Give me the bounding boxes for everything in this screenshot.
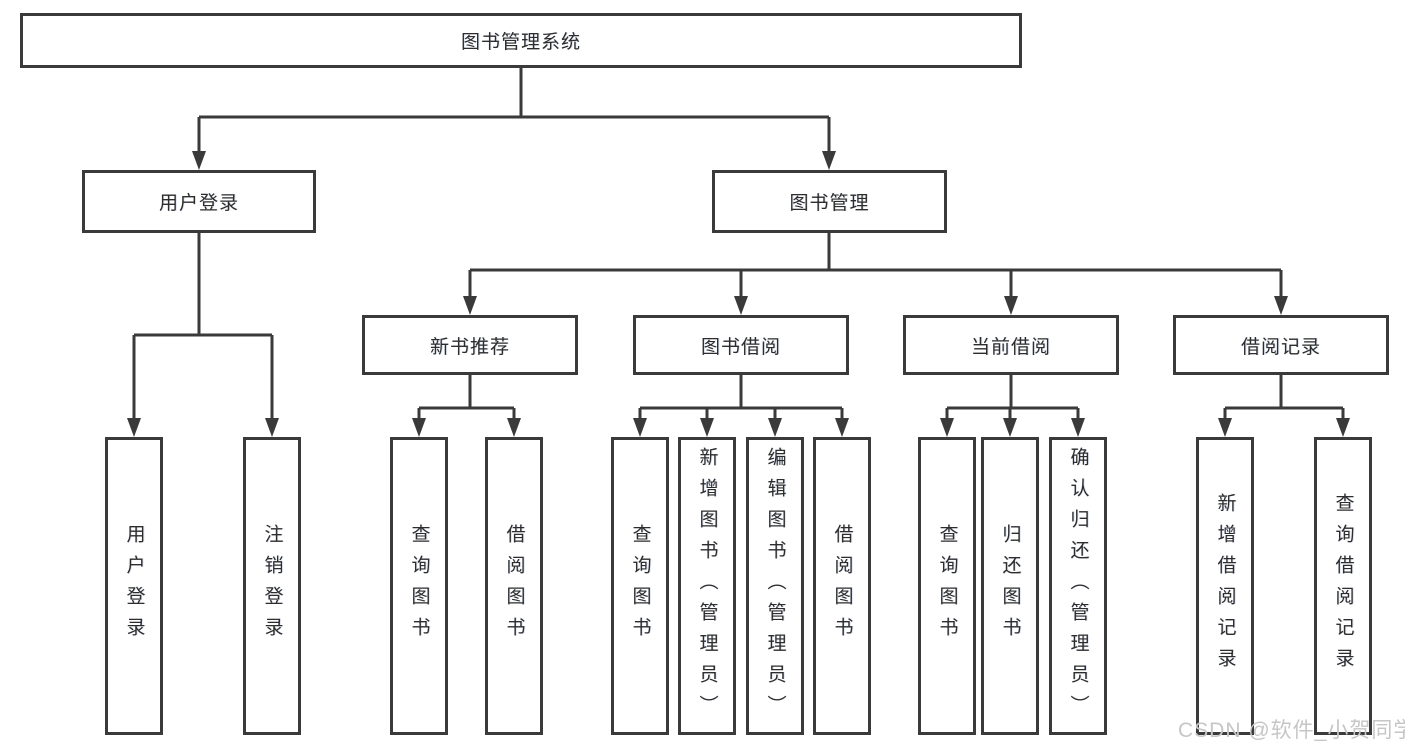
node-new-book-recommend: 新书推荐 <box>362 315 578 375</box>
leaf-add-book-admin: 新增图书（管理员） <box>678 437 736 735</box>
leaf-query-borrow-record: 查询借阅记录 <box>1314 437 1372 735</box>
node-user-login-label: 用户登录 <box>158 193 239 214</box>
leaf-add-borrow-record: 新增借阅记录 <box>1196 437 1254 735</box>
leaf-borrow-books-recommend-label: 借阅图书 <box>503 524 525 648</box>
node-borrow-records-label: 借阅记录 <box>1240 336 1321 358</box>
leaf-query-books-borrowing: 查询图书 <box>611 437 669 735</box>
leaf-return-books: 归还图书 <box>981 437 1039 735</box>
node-user-login: 用户登录 <box>82 170 316 233</box>
leaf-confirm-return-admin-label: 确认归还（管理员） <box>1067 446 1089 726</box>
leaf-query-books-borrowing-label: 查询图书 <box>629 524 651 648</box>
node-book-borrowing: 图书借阅 <box>633 315 849 375</box>
leaf-query-books-recommend-label: 查询图书 <box>408 524 430 648</box>
node-book-borrowing-label: 图书借阅 <box>700 336 781 358</box>
node-borrow-records: 借阅记录 <box>1173 315 1389 375</box>
leaf-add-borrow-record-label: 新增借阅记录 <box>1214 493 1236 679</box>
leaf-query-books-current: 查询图书 <box>918 437 976 735</box>
leaf-user-login-label: 用户登录 <box>123 524 145 648</box>
node-book-management-label: 图书管理 <box>789 193 870 214</box>
node-book-management: 图书管理 <box>712 170 947 233</box>
node-library-system: 图书管理系统 <box>20 13 1022 68</box>
leaf-confirm-return-admin: 确认归还（管理员） <box>1049 437 1107 735</box>
node-library-system-label: 图书管理系统 <box>460 32 581 53</box>
node-new-book-recommend-label: 新书推荐 <box>429 336 510 358</box>
leaf-borrow-books-recommend: 借阅图书 <box>485 437 543 735</box>
leaf-return-books-label: 归还图书 <box>999 524 1021 648</box>
leaf-borrow-books-borrowing: 借阅图书 <box>813 437 871 735</box>
leaf-query-borrow-record-label: 查询借阅记录 <box>1332 493 1354 679</box>
leaf-query-books-recommend: 查询图书 <box>390 437 448 735</box>
leaf-user-login: 用户登录 <box>105 437 163 735</box>
node-current-borrowing: 当前借阅 <box>903 315 1119 375</box>
leaf-borrow-books-borrowing-label: 借阅图书 <box>831 524 853 648</box>
leaf-logout: 注销登录 <box>243 437 301 735</box>
leaf-query-books-current-label: 查询图书 <box>936 524 958 648</box>
leaf-logout-label: 注销登录 <box>261 524 283 648</box>
node-current-borrowing-label: 当前借阅 <box>970 336 1051 358</box>
leaf-add-book-admin-label: 新增图书（管理员） <box>696 446 718 726</box>
leaf-edit-book-admin: 编辑图书（管理员） <box>746 437 804 735</box>
connector-paths <box>132 68 1345 420</box>
arrowheads <box>127 151 1350 437</box>
leaf-edit-book-admin-label: 编辑图书（管理员） <box>764 446 786 726</box>
